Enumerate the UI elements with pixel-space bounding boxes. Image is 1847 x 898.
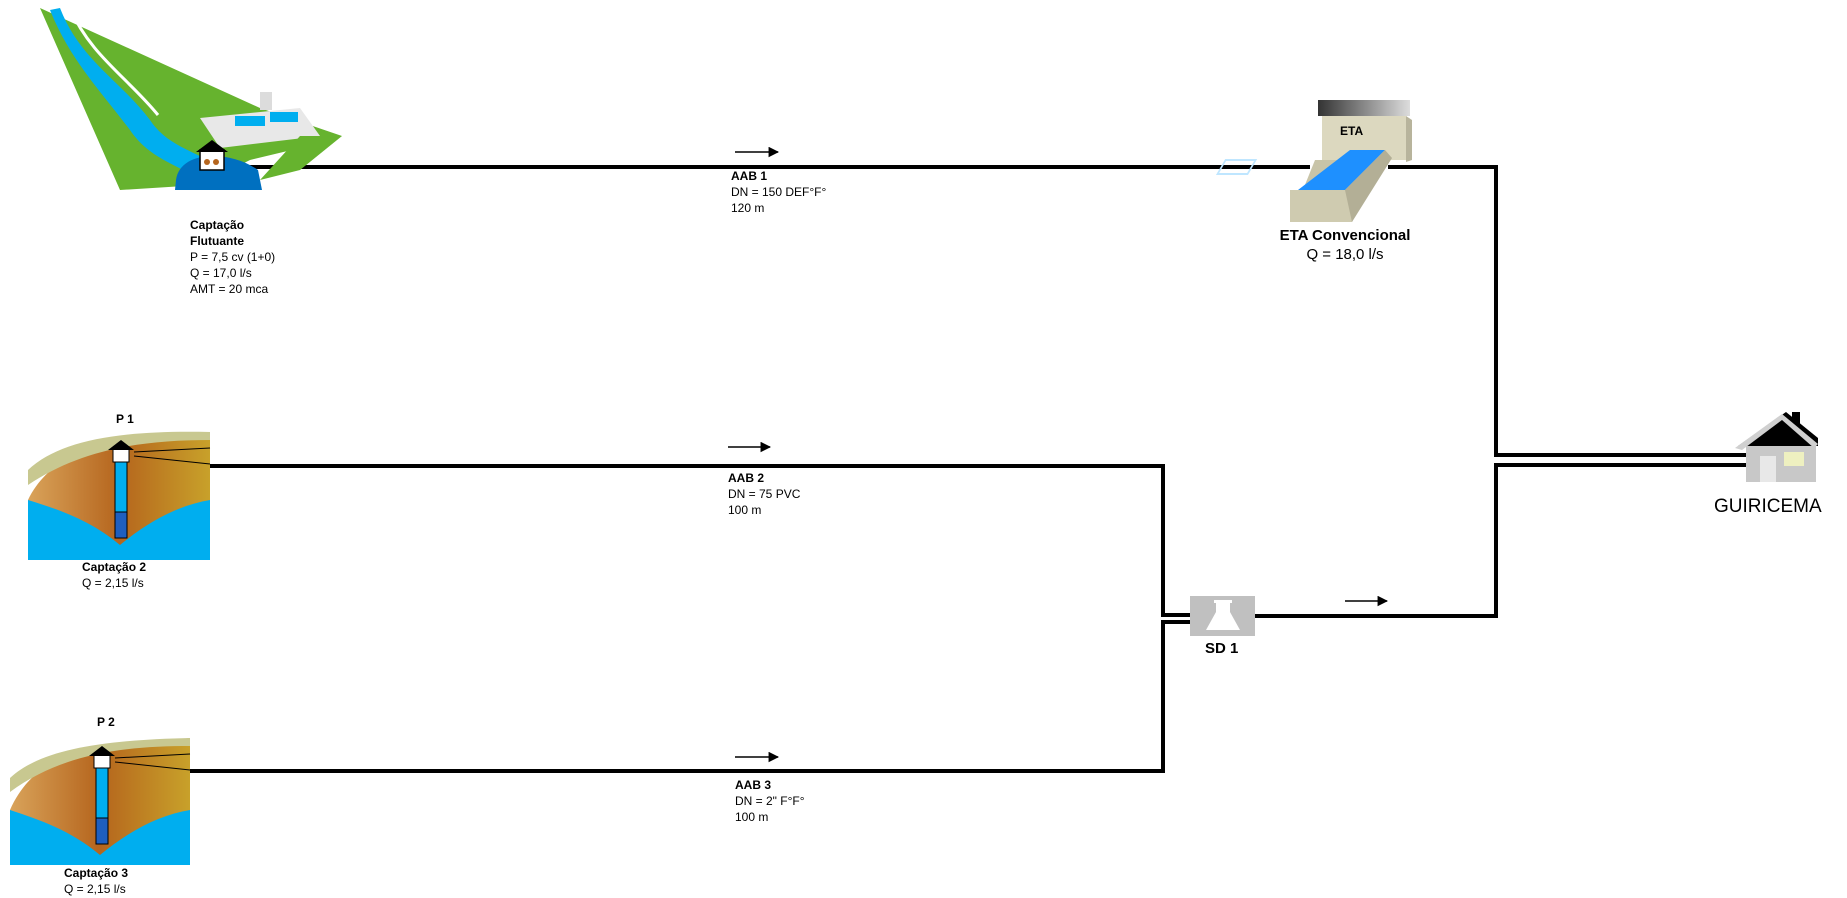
aab1-name: AAB 1 <box>731 169 768 183</box>
well-p2-illustration <box>10 738 191 865</box>
city-name: GUIRICEMA <box>1714 496 1822 517</box>
city-house-icon <box>1735 412 1818 482</box>
pipe-aab3 <box>190 620 1190 773</box>
p2-name: Captação 3 <box>64 866 129 880</box>
sd1-name: SD 1 <box>1205 640 1239 657</box>
captacao-flutuante-flow: Q = 17,0 l/s <box>190 266 252 280</box>
p2-well-label: P 2 <box>97 715 115 729</box>
p1-name: Captação 2 <box>82 560 147 574</box>
p2-flow: Q = 2,15 l/s <box>64 882 126 896</box>
captacao-flutuante-head: AMT = 20 mca <box>190 282 269 296</box>
pipe-sd1-to-city <box>1255 463 1750 618</box>
captacao-flutuante-title-1: Captação <box>190 218 245 232</box>
pipe-eta-to-city <box>1388 165 1750 457</box>
p1-flow: Q = 2,15 l/s <box>82 576 144 590</box>
aab1-dn: DN = 150 DEF°F° <box>731 185 827 199</box>
aab2-name: AAB 2 <box>728 471 765 485</box>
aab3-length: 100 m <box>735 810 769 824</box>
aab3-dn: DN = 2" F°F° <box>735 794 805 808</box>
eta-roof-label: ETA <box>1340 124 1364 138</box>
sd1-flask-icon <box>1190 596 1255 636</box>
well-p1-illustration <box>28 431 211 560</box>
eta-flow: Q = 18,0 l/s <box>1306 246 1384 263</box>
aab2-length: 100 m <box>728 503 762 517</box>
eta-plant-icon <box>1215 100 1412 222</box>
p1-well-label: P 1 <box>116 412 134 426</box>
aab1-length: 120 m <box>731 201 765 215</box>
captacao-flutuante-power: P = 7,5 cv (1+0) <box>190 250 276 264</box>
pipe-aab2 <box>210 464 1190 617</box>
river-intake-illustration <box>40 7 342 190</box>
captacao-flutuante-title-2: Flutuante <box>190 234 244 248</box>
aab3-name: AAB 3 <box>735 778 772 792</box>
eta-name: ETA Convencional <box>1279 227 1411 244</box>
aab2-dn: DN = 75 PVC <box>728 487 801 501</box>
